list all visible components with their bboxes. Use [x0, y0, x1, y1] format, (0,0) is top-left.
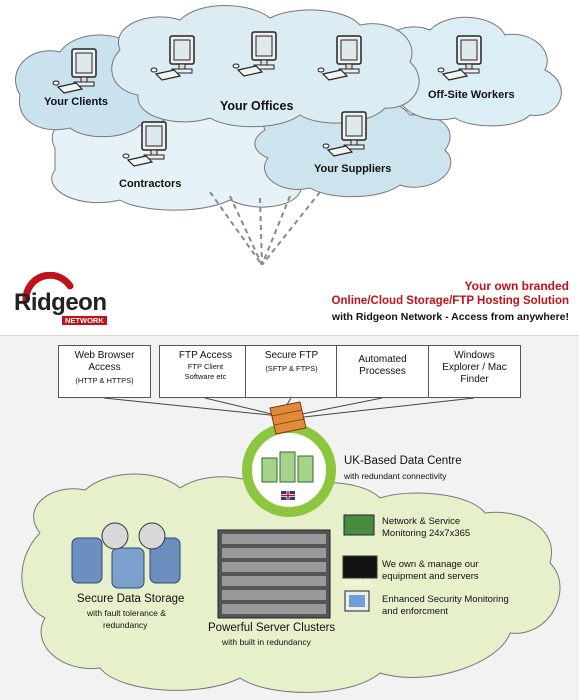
storage-title: Secure Data Storage — [77, 593, 185, 605]
label-off-site-workers: Off-Site Workers — [428, 89, 515, 101]
service-sub: (HTTP & HTTPS) — [75, 376, 134, 385]
storage-drives-icon — [71, 522, 181, 589]
service-automated: Automated Processes — [336, 345, 429, 398]
monitor-security-icon — [344, 590, 370, 612]
feature3-line1: Enhanced Security Monitoring — [382, 594, 509, 605]
datacentre-diagram — [21, 398, 561, 693]
servers-sub: with built in redundancy — [222, 637, 311, 647]
feature3-line2: and enforcment — [382, 606, 449, 617]
label-your-clients: Your Clients — [44, 96, 108, 108]
connector-lines — [209, 191, 321, 266]
service-sub: (SFTP & FTPS) — [265, 364, 318, 373]
feature2-line2: equipment and servers — [382, 571, 479, 582]
server-icon — [261, 451, 314, 483]
service-label: FTP Access — [178, 350, 233, 361]
terminal-icon — [342, 555, 378, 579]
service-lines — [103, 398, 475, 419]
datacentre-subtitle: with redundant connectivity — [344, 471, 447, 481]
service-web-browser: Web Browser Access (HTTP & HTTPS) — [58, 345, 151, 398]
servers-title: Powerful Server Clusters — [208, 622, 336, 634]
feature1-line1: Network & Service — [382, 516, 461, 527]
datacentre-title: UK-Based Data Centre — [344, 455, 462, 467]
label-your-offices: Your Offices — [220, 99, 294, 113]
label-your-suppliers: Your Suppliers — [314, 163, 392, 175]
feature2-line1: We own & manage our — [382, 559, 479, 570]
network-card-icon — [343, 514, 375, 536]
service-label: Windows Explorer / Mac Finder — [442, 350, 507, 385]
uk-flag-icon — [281, 491, 295, 500]
tagline-line3: with Ridgeon Network - Access from anywh… — [331, 311, 569, 323]
label-contractors: Contractors — [119, 178, 182, 190]
service-label: Web Browser Access — [74, 350, 135, 373]
service-label: Automated Processes — [358, 354, 407, 377]
feature1-line2: Monitoring 24x7x365 — [382, 528, 471, 539]
service-label: Secure FTP — [264, 350, 319, 361]
ridgeon-logo — [22, 272, 74, 304]
clouds-diagram — [15, 5, 562, 266]
storage-sub1: with fault tolerance & — [87, 608, 166, 618]
service-windows-explorer: Windows Explorer / Mac Finder — [428, 345, 521, 398]
logo-name: Ridgeon — [14, 289, 107, 316]
service-sub: FTP Client Software etc — [184, 362, 227, 381]
tagline-line2: Online/Cloud Storage/FTP Hosting Solutio… — [331, 295, 569, 307]
logo-sub: NETWORK — [62, 316, 107, 325]
storage-sub2: redundancy — [103, 620, 148, 630]
tagline-line1: Your own branded — [464, 279, 569, 293]
service-ftp-access: FTP Access FTP Client Software etc — [159, 345, 252, 398]
terminal-text: [ root ]#_ — [346, 580, 374, 587]
firewall-icon — [269, 401, 307, 435]
server-rack-icon — [217, 529, 331, 619]
service-secure-ftp: Secure FTP (SFTP & FTPS) — [245, 345, 338, 398]
